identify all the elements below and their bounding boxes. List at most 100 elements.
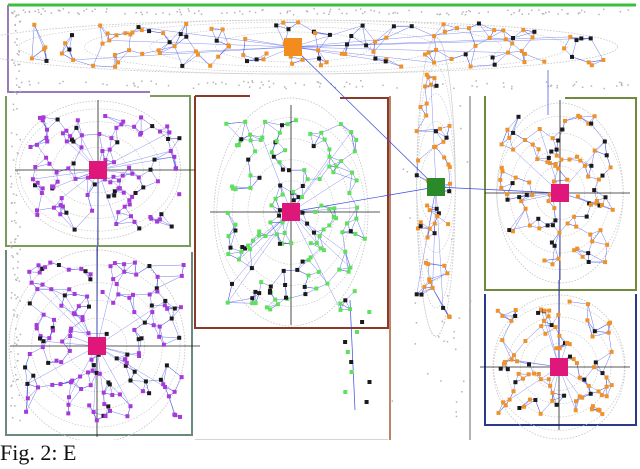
occupancy-dot bbox=[12, 12, 14, 14]
occupancy-dot bbox=[140, 11, 142, 14]
obstacle-node bbox=[112, 189, 117, 194]
graph-edge bbox=[571, 56, 589, 63]
graph-edge bbox=[606, 155, 611, 168]
occupancy-dot bbox=[364, 11, 366, 13]
occupancy-dot bbox=[305, 10, 308, 12]
free-node bbox=[88, 272, 93, 277]
free-node bbox=[418, 220, 423, 225]
occupancy-dot bbox=[619, 10, 622, 13]
free-node bbox=[595, 198, 599, 203]
occupancy-dot bbox=[408, 9, 410, 12]
occupancy-dot bbox=[455, 415, 458, 418]
free-node bbox=[54, 170, 59, 175]
obstacle-node bbox=[505, 367, 510, 372]
free-node bbox=[432, 76, 437, 80]
obstacle-node bbox=[128, 378, 133, 383]
obstacle-node bbox=[444, 135, 449, 140]
occupancy-dot bbox=[141, 13, 143, 16]
free-node bbox=[268, 220, 273, 225]
occupancy-dot bbox=[40, 13, 42, 15]
occupancy-dot bbox=[329, 10, 331, 13]
occupancy-dot bbox=[57, 9, 60, 12]
free-node bbox=[100, 41, 105, 46]
wall-segment bbox=[194, 96, 389, 329]
occupancy-dot bbox=[466, 161, 469, 163]
free-node bbox=[580, 254, 585, 259]
free-node bbox=[516, 371, 521, 376]
free-node bbox=[66, 402, 71, 407]
obstacle-node bbox=[112, 193, 117, 198]
free-node bbox=[596, 389, 601, 394]
obstacle-node bbox=[348, 229, 353, 234]
free-node bbox=[80, 318, 85, 322]
graph-edge bbox=[36, 144, 47, 158]
hub-edge bbox=[138, 26, 294, 48]
occupancy-dot bbox=[10, 241, 12, 244]
graph-edge bbox=[507, 52, 525, 63]
graph-edge bbox=[51, 288, 65, 296]
free-node bbox=[354, 216, 359, 221]
occupancy-dot bbox=[502, 82, 505, 84]
occupancy-dot bbox=[251, 80, 253, 82]
occupancy-dot bbox=[345, 12, 348, 15]
obstacle-node bbox=[517, 406, 522, 410]
obstacle-node bbox=[94, 370, 99, 375]
occupancy-dot bbox=[260, 81, 263, 83]
free-node bbox=[35, 287, 40, 292]
free-node bbox=[546, 314, 551, 319]
free-node bbox=[178, 305, 183, 310]
free-node bbox=[500, 313, 505, 318]
free-node bbox=[519, 49, 524, 54]
graph-edge bbox=[553, 168, 559, 182]
graph-edge bbox=[416, 115, 427, 132]
free-node bbox=[268, 307, 273, 312]
free-node bbox=[604, 384, 609, 389]
graph-edge bbox=[349, 192, 358, 208]
graph-edge bbox=[525, 208, 531, 226]
free-node bbox=[263, 119, 268, 124]
obstacle-node bbox=[87, 304, 91, 309]
occupancy-dot bbox=[241, 13, 244, 15]
free-node bbox=[596, 407, 601, 412]
occupancy-dot bbox=[135, 12, 137, 14]
free-node bbox=[282, 231, 287, 235]
graph-edge bbox=[93, 65, 116, 68]
free-node bbox=[498, 177, 503, 182]
occupancy-dot bbox=[316, 13, 319, 15]
graph-edge bbox=[350, 218, 357, 232]
free-node bbox=[79, 145, 84, 150]
free-node bbox=[155, 219, 160, 224]
graph-edge bbox=[142, 50, 159, 55]
occupancy-dot bbox=[463, 380, 465, 383]
chain-node bbox=[343, 340, 348, 344]
occupancy-dot bbox=[453, 330, 455, 333]
obstacle-node bbox=[92, 182, 97, 187]
free-node bbox=[85, 175, 90, 180]
graph-edge bbox=[34, 24, 45, 50]
free-node bbox=[327, 207, 332, 211]
occupancy-dot bbox=[343, 86, 346, 88]
free-node bbox=[66, 166, 71, 171]
obstacle-node bbox=[434, 83, 439, 88]
occupancy-dot bbox=[580, 9, 583, 12]
free-node bbox=[174, 166, 178, 171]
obstacle-node bbox=[536, 216, 541, 221]
free-node bbox=[605, 242, 610, 247]
free-node bbox=[36, 263, 41, 268]
occupancy-dot bbox=[133, 84, 136, 87]
graph-edge bbox=[512, 208, 526, 232]
free-node bbox=[127, 202, 132, 207]
graph-edge bbox=[99, 25, 110, 41]
graph-edge bbox=[105, 115, 124, 122]
obstacle-node bbox=[27, 301, 32, 306]
occupancy-dot bbox=[18, 50, 20, 52]
obstacle-node bbox=[71, 139, 76, 144]
occupancy-dot bbox=[402, 168, 405, 170]
obstacle-node bbox=[64, 210, 69, 215]
free-node bbox=[35, 180, 40, 185]
graph-edge bbox=[587, 304, 596, 332]
free-node bbox=[112, 261, 117, 266]
free-node bbox=[563, 118, 567, 123]
free-node bbox=[30, 177, 35, 182]
occupancy-dot bbox=[16, 170, 18, 173]
